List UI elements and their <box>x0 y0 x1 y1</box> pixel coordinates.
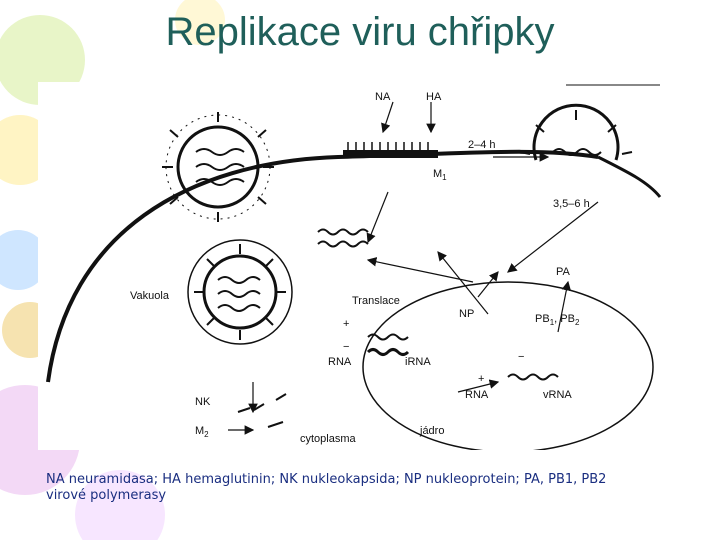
label-translace: Translace <box>352 295 400 307</box>
caption-line-1: NA neuramidasa; HA hemaglutinin; NK nukl… <box>46 472 607 487</box>
sign-minus-1: − <box>343 341 349 353</box>
label-m2: M2 <box>195 425 209 439</box>
label-rna: RNA <box>328 356 352 368</box>
sign-plus-2: + <box>478 373 484 385</box>
virion-entering <box>162 112 274 222</box>
label-m1: M1 <box>433 168 447 182</box>
label-cytoplasma: cytoplasma <box>300 433 357 445</box>
label-np: NP <box>459 308 474 320</box>
label-irna: iRNA <box>405 356 431 368</box>
label-ha: HA <box>426 91 442 103</box>
virion-in-vacuole <box>187 239 293 345</box>
label-nk: NK <box>195 396 211 408</box>
label-vrna: vRNA <box>543 389 572 401</box>
sign-minus-2: − <box>518 351 524 363</box>
label-vakuola: Vakuola <box>130 290 170 302</box>
label-na: NA <box>375 91 391 103</box>
m1-membrane-segment <box>343 150 438 158</box>
rna-strand <box>367 333 409 341</box>
nucleus <box>362 281 654 450</box>
cell-membrane <box>46 149 599 383</box>
vrna-strand <box>507 373 559 381</box>
caption-line-2: virové polymerasy <box>46 488 167 503</box>
label-pa: PA <box>556 266 571 278</box>
label-time-2: 3,5–6 h <box>553 198 590 210</box>
caption: NA neuramidasa; HA hemaglutinin; NK nukl… <box>46 472 686 504</box>
label-jadro: jádro <box>419 425 444 437</box>
label-rna-2: RNA <box>465 389 489 401</box>
irna-strand <box>366 348 410 356</box>
page-title: Replikace viru chřipky <box>165 10 555 54</box>
label-polymerases: PB1, PB2 <box>535 313 580 327</box>
sign-plus-1: + <box>343 318 349 330</box>
virion-budding <box>519 103 633 161</box>
virus-replication-diagram: NA HA 2–4 h M1 3,5–6 h PA Vakuola Transl… <box>38 82 662 450</box>
label-time-1: 2–4 h <box>468 139 496 151</box>
